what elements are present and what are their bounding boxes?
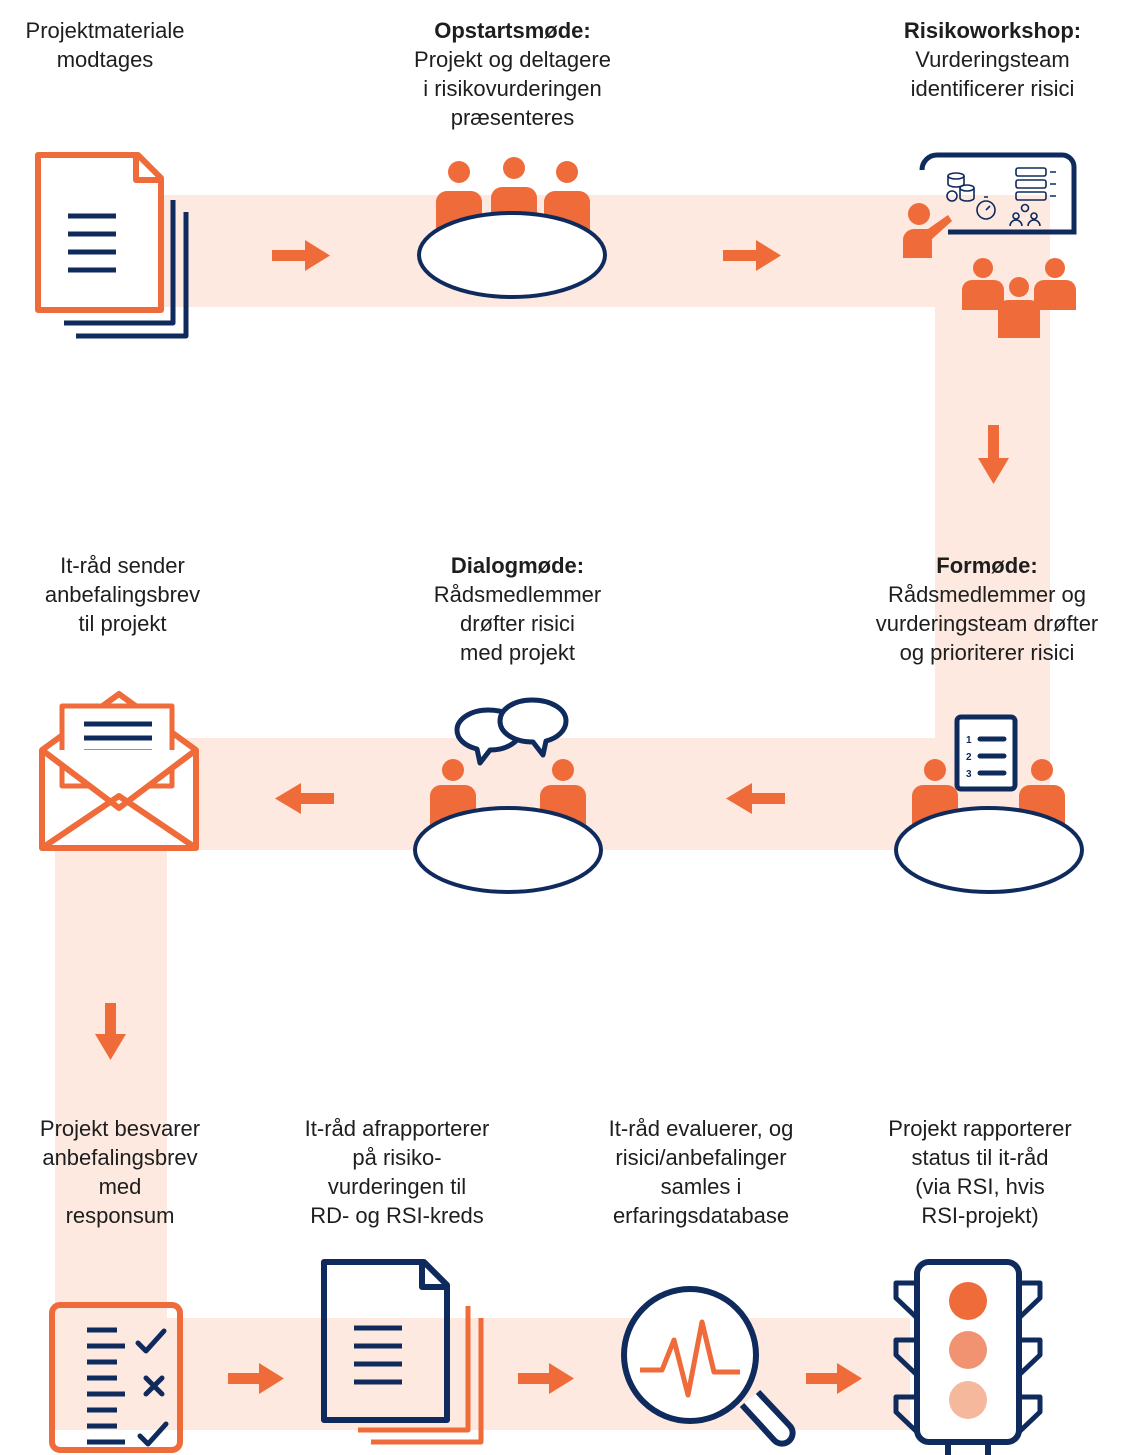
step-5-label: Dialogmøde: Rådsmedlemmer drøfter risici… bbox=[433, 553, 602, 665]
arrow-down-icon bbox=[978, 425, 1009, 484]
dialog-meeting-icon bbox=[413, 697, 603, 894]
step-4-label: Formøde: Rådsmedlemmer og vurderingsteam… bbox=[875, 553, 1099, 665]
checklist-icon bbox=[49, 1302, 183, 1453]
arrow-down-icon bbox=[95, 1003, 126, 1060]
list-number: 1 bbox=[966, 735, 972, 746]
document-stack-icon bbox=[35, 152, 189, 339]
step-8-label: It-råd afrapporterer på risiko- vurderin… bbox=[304, 1116, 490, 1228]
arrow-right-icon bbox=[228, 1363, 284, 1394]
arrow-right-icon bbox=[518, 1363, 574, 1394]
list-number: 2 bbox=[966, 752, 972, 763]
step-6-label: It-råd sender anbefalingsbrev til projek… bbox=[44, 553, 201, 636]
step-3-label: Risikoworkshop: Vurderingsteam identific… bbox=[903, 18, 1082, 101]
arrow-right-icon bbox=[723, 240, 781, 271]
prioritized-list-meeting-icon: 1 2 3 bbox=[894, 714, 1084, 894]
step-1-label: Projektmateriale modtages bbox=[25, 18, 185, 72]
arrow-right-icon bbox=[272, 240, 330, 271]
step-7-label: Projekt besvarer anbefalingsbrev med res… bbox=[39, 1116, 201, 1228]
meeting-table-icon bbox=[417, 157, 607, 299]
arrow-right-icon bbox=[806, 1363, 862, 1394]
magnifier-analysis-icon bbox=[621, 1286, 796, 1447]
step-9-label: It-råd evaluerer, og risici/anbefalinger… bbox=[608, 1116, 794, 1228]
envelope-letter-icon bbox=[39, 691, 199, 851]
arrow-left-icon bbox=[275, 783, 334, 814]
report-document-icon bbox=[321, 1259, 484, 1445]
arrow-left-icon bbox=[726, 783, 785, 814]
step-10-label: Projekt rapporterer status til it-råd (v… bbox=[888, 1116, 1072, 1228]
workshop-presentation-icon bbox=[903, 152, 1077, 338]
traffic-light-icon bbox=[893, 1259, 1043, 1455]
list-number: 3 bbox=[966, 769, 972, 780]
step-2-label: Opstartsmøde: Projekt og deltagere i ris… bbox=[414, 18, 611, 130]
